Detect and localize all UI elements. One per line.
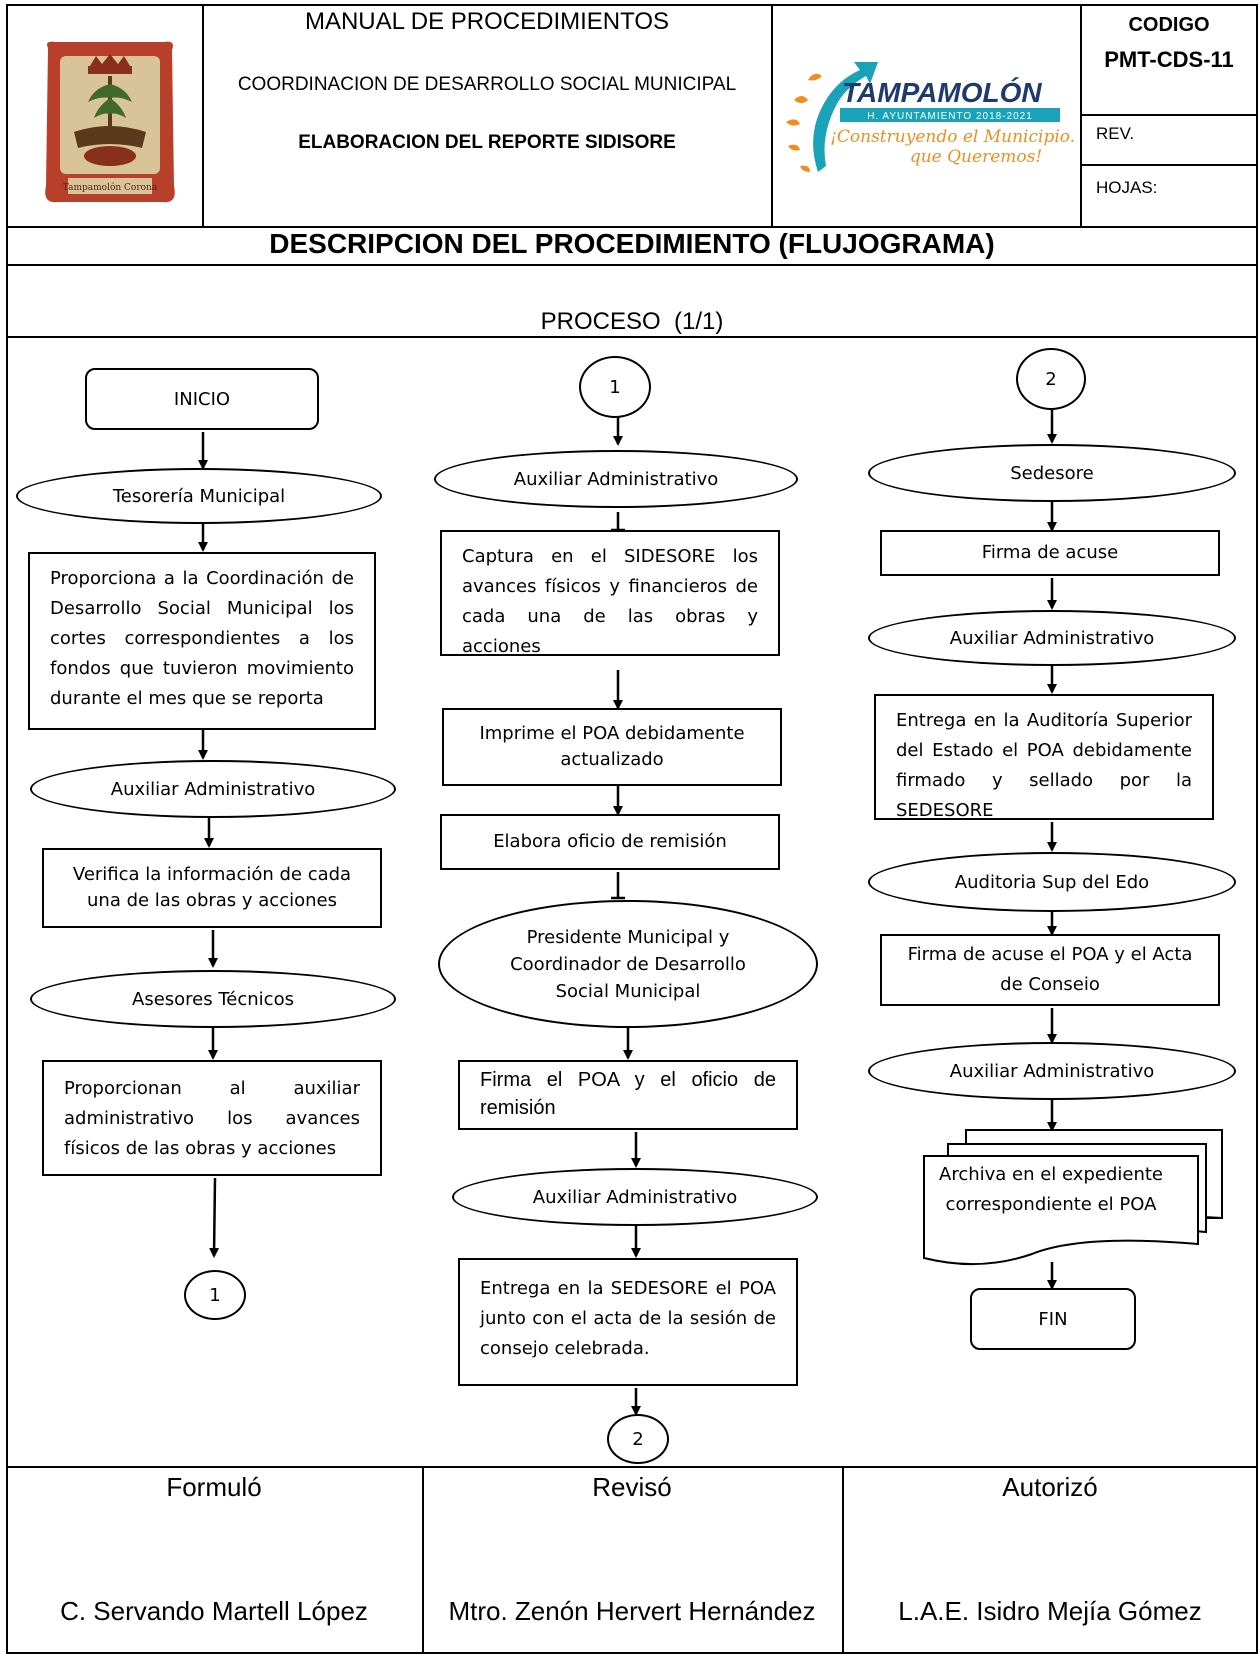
- end-terminal: FIN: [970, 1288, 1136, 1350]
- actor-auxiliar-1: Auxiliar Administrativo: [30, 760, 396, 818]
- actor-sedesore: Sedesore: [868, 444, 1236, 502]
- connector-out-2: 2: [607, 1414, 669, 1464]
- manual-title: MANUAL DE PROCEDIMIENTOS: [304, 8, 670, 35]
- sig-divider-1: [422, 1466, 424, 1654]
- page-frame: [6, 4, 1258, 1654]
- actor-auxiliar-2: Auxiliar Administrativo: [434, 450, 798, 508]
- formulo-name: C. Servando Martell López: [60, 1596, 368, 1626]
- actor-presidente: Presidente Municipal y Coordinador de De…: [438, 900, 818, 1028]
- step-proporcionan-avances: Proporcionan al auxiliar administrativo …: [42, 1060, 382, 1176]
- code-label: CODIGO: [1128, 14, 1210, 36]
- header-divider-2: [771, 4, 773, 226]
- step-imprime-poa: Imprime el POA debidamente actualizado: [442, 708, 782, 786]
- step-captura-sidesore: Captura en el SIDESORE los avances físic…: [440, 530, 780, 657]
- step-proporciona-cortes: Proporciona a la Coordinación de Desarro…: [28, 552, 376, 730]
- step-entrega-sedesore: Entrega en la SEDESORE el POA junto con …: [458, 1258, 798, 1386]
- logo-slogan-2: que Queremos!: [910, 147, 1042, 167]
- process-label: PROCESO (1/1): [540, 308, 724, 335]
- formulo-label: Formuló: [166, 1472, 262, 1502]
- start-terminal: INICIO: [85, 368, 319, 430]
- connector-in-2: 2: [1016, 348, 1086, 410]
- actor-tesoreria: Tesorería Municipal: [16, 468, 382, 524]
- connector-out-1: 1: [184, 1270, 246, 1320]
- flow-bottom-line: [6, 1466, 1258, 1468]
- section-title: DESCRIPCION DEL PROCEDIMIENTO (FLUJOGRAM…: [269, 228, 995, 259]
- actor-auxiliar-3: Auxiliar Administrativo: [452, 1168, 818, 1226]
- step-firma-poa: Firma el POA y el oficio de remisión: [458, 1060, 798, 1130]
- step-firma-acuse: Firma de acuse: [880, 530, 1220, 576]
- reviso-name: Mtro. Zenón Hervert Hernández: [448, 1596, 816, 1626]
- section-title-line: [6, 264, 1258, 266]
- tampamolon-logo: TAMPAMOLÓN H. AYUNTAMIENTO 2018-2021 ¡Co…: [780, 40, 1086, 190]
- autorizo-name: L.A.E. Isidro Mejía Gómez: [898, 1596, 1202, 1626]
- procedure-name: ELABORACION DEL REPORTE SIDISORE: [298, 132, 676, 153]
- arrow-c1-7: [209, 1177, 220, 1258]
- connector-in-1: 1: [579, 356, 651, 418]
- document-shape: [923, 1129, 1223, 1266]
- header-bottom-line: [6, 226, 1258, 228]
- step-entrega-auditoria: Entrega en la Auditoría Superior del Est…: [874, 694, 1214, 821]
- actor-auxiliar-5: Auxiliar Administrativo: [868, 1042, 1236, 1100]
- step-firma-acuse-poa: Firma de acuse el POA y el Acta de Conse…: [880, 934, 1220, 1006]
- actor-asesores: Asesores Técnicos: [30, 970, 396, 1028]
- reviso-label: Revisó: [592, 1472, 672, 1502]
- process-line: [6, 336, 1258, 338]
- rev-label: REV.: [1096, 124, 1135, 143]
- actor-auditoria: Auditoria Sup del Edo: [868, 852, 1236, 912]
- step-elabora-oficio: Elabora oficio de remisión: [440, 814, 780, 870]
- sig-divider-2: [842, 1466, 844, 1654]
- rev-row-divider: [1080, 164, 1258, 166]
- header-divider-1: [202, 4, 204, 226]
- autorizo-label: Autorizó: [1002, 1472, 1098, 1502]
- step-archiva: Archiva en el expediente correspondiente…: [939, 1164, 1163, 1215]
- sheets-label: HOJAS:: [1096, 178, 1158, 197]
- logo-band: H. AYUNTAMIENTO 2018-2021: [867, 111, 1033, 122]
- actor-auxiliar-4: Auxiliar Administrativo: [868, 610, 1236, 666]
- code-row-divider: [1080, 114, 1258, 116]
- seal-caption: Tampamolón Corona: [63, 182, 158, 193]
- logo-slogan-1: ¡Construyendo el Municipio...: [830, 127, 1075, 147]
- department-name: COORDINACION DE DESARROLLO SOCIAL MUNICI…: [237, 74, 737, 95]
- logo-title: TAMPAMOLÓN: [842, 77, 1042, 108]
- step-verifica-informacion: Verifica la información de cada una de l…: [42, 848, 382, 928]
- code-value: PMT-CDS-11: [1104, 47, 1234, 72]
- municipal-seal: Tampamolón Corona: [38, 36, 182, 212]
